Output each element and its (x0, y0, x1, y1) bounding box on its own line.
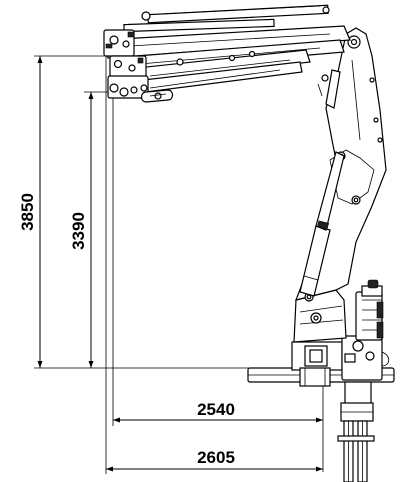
crane-hook (140, 89, 174, 103)
dimension-height-3390: 3390 (69, 91, 112, 368)
boom-head-cluster (103, 29, 149, 99)
dimension-reach-2605: 2605 (105, 56, 323, 474)
dimension-reach-2540: 2540 (112, 94, 324, 472)
outer-boom-cylinder (317, 69, 341, 109)
dimension-label-3390: 3390 (69, 212, 88, 250)
dimension-label-2605: 2605 (197, 448, 235, 467)
dimension-label-2540: 2540 (197, 400, 235, 419)
crane-base (247, 341, 395, 482)
dimension-height-3850: 3850 (18, 55, 250, 369)
lift-cylinder (299, 151, 345, 297)
dimension-label-3850: 3850 (18, 193, 37, 231)
control-valve-block (341, 279, 390, 381)
